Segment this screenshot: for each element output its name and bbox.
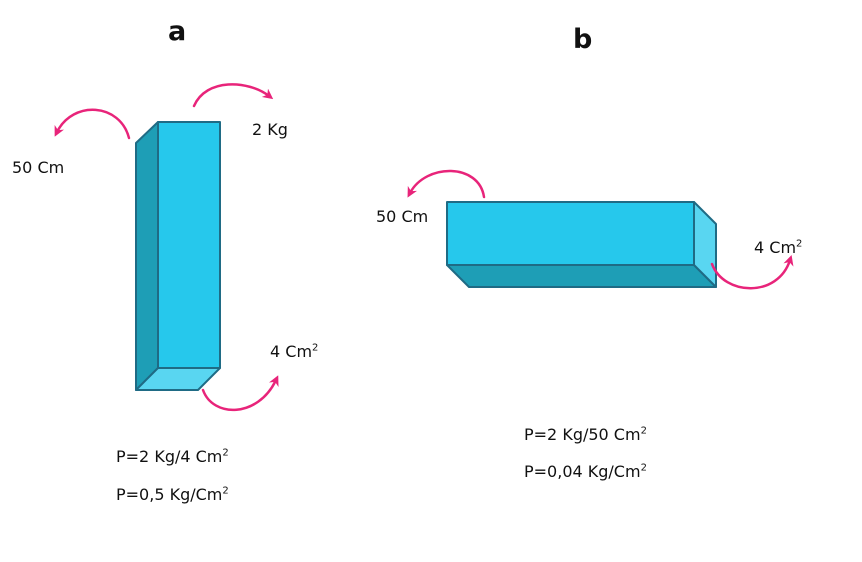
block-a-side-face	[135, 121, 159, 391]
area-label-a-exponent: 2	[312, 342, 319, 354]
area-label-b-text: 4 Cm	[754, 238, 797, 257]
mass-label-a: 2 Kg	[252, 120, 288, 139]
equation-b-1-text: P=2 Kg/50 Cm	[524, 425, 641, 444]
equation-a-2-text: P=0,5 Kg/Cm	[116, 485, 223, 504]
block-b-bottom-face	[446, 264, 717, 288]
equation-b-1: P=2 Kg/50 Cm2	[524, 425, 647, 444]
block-a	[135, 121, 221, 391]
area-label-b-exponent: 2	[796, 238, 803, 250]
equation-b-2-text: P=0,04 Kg/Cm	[524, 462, 641, 481]
equation-a-1-text: P=2 Kg/4 Cm	[116, 447, 223, 466]
mass-arrow-a	[192, 83, 274, 108]
block-a-bottom-face	[135, 367, 221, 391]
area-label-b: 4 Cm2	[754, 238, 802, 257]
block-a-front-face	[157, 121, 221, 369]
area-label-a: 4 Cm2	[270, 342, 318, 361]
arrows-b	[407, 169, 794, 290]
arrows-a	[54, 83, 279, 412]
equation-b-2-exponent: 2	[640, 462, 647, 474]
equation-a-1-exponent: 2	[222, 447, 229, 459]
block-b	[446, 201, 717, 288]
length-arrow-b	[407, 169, 486, 199]
equation-b-1-exponent: 2	[640, 425, 647, 437]
equation-b-2: P=0,04 Kg/Cm2	[524, 462, 647, 481]
area-label-a-text: 4 Cm	[270, 342, 313, 361]
panel-a-title: a	[168, 16, 187, 47]
length-label-a: 50 Cm	[12, 158, 65, 177]
equation-a-2-exponent: 2	[222, 485, 229, 497]
area-arrow-b	[710, 254, 794, 290]
length-arrow-a	[54, 108, 131, 140]
equation-a-1: P=2 Kg/4 Cm2	[116, 447, 229, 466]
equation-a-2: P=0,5 Kg/Cm2	[116, 485, 229, 504]
area-arrow-a	[201, 375, 279, 412]
block-b-front-face	[446, 201, 695, 266]
panel-b-title: b	[573, 24, 593, 55]
length-label-b: 50 Cm	[376, 207, 429, 226]
block-b-end-face	[693, 201, 717, 288]
